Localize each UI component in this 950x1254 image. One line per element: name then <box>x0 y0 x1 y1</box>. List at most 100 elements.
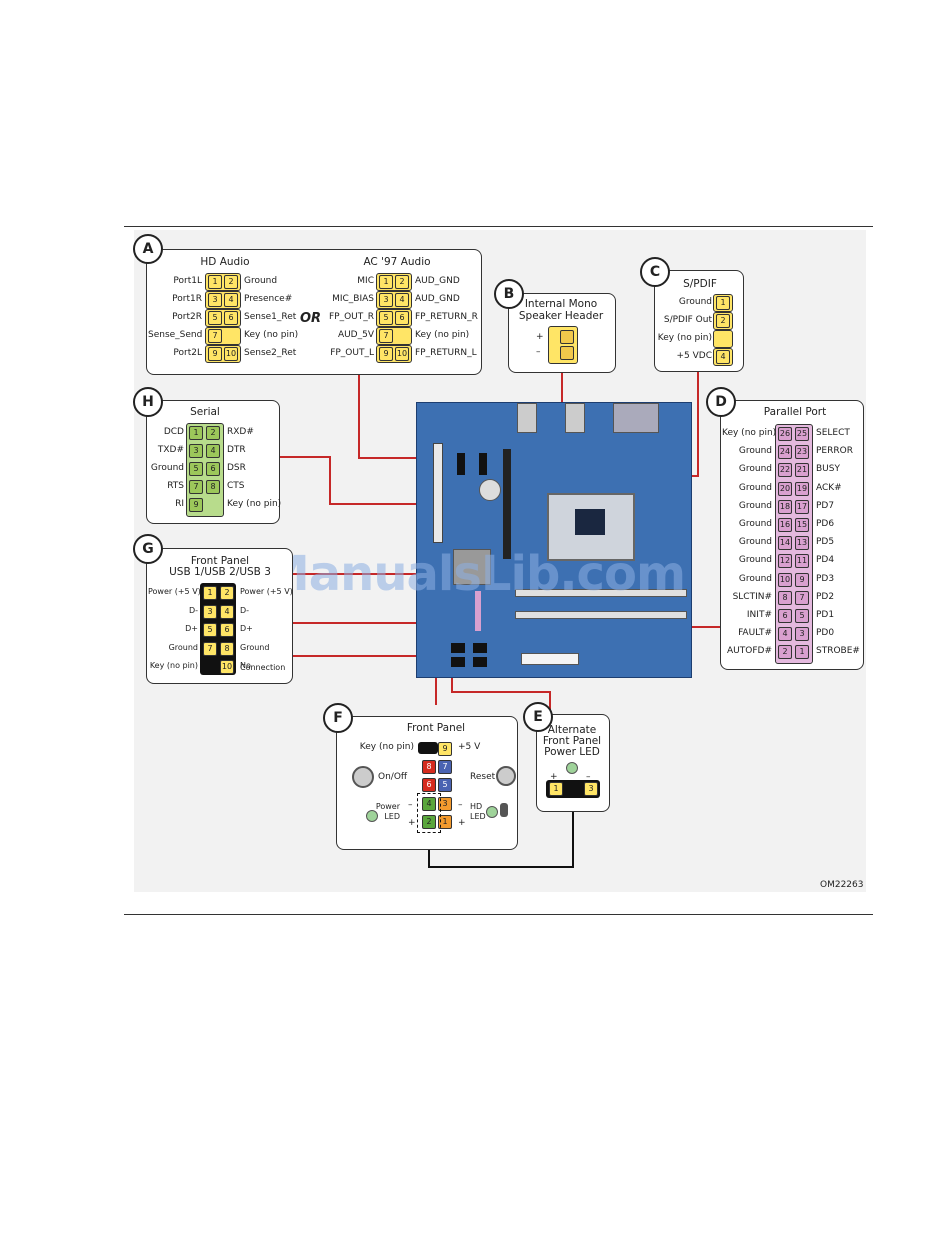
watermark: ManualsLib.com <box>262 546 686 602</box>
bottom-rule <box>124 914 873 915</box>
ac97-right-label: AUD_GND <box>415 294 460 304</box>
hd-right-label: Ground <box>244 276 278 286</box>
f-pin-4: 4 <box>422 797 436 811</box>
hd-left-label: Port2L <box>173 348 202 358</box>
f-pin-6: 6 <box>422 778 436 792</box>
parallel-left-label: Ground <box>738 482 772 493</box>
wire-h-v <box>329 456 331 505</box>
badge-g: G <box>133 534 163 564</box>
power-led-dashed-box <box>417 793 441 833</box>
spdif-pin: 4 <box>716 350 730 364</box>
ac97-pin: 9 <box>379 347 393 361</box>
parallel-right-label: ACK# <box>816 482 842 493</box>
sata-3 <box>451 657 465 667</box>
parallel-right-label: PD3 <box>816 573 835 584</box>
reset-button-icon <box>496 766 516 786</box>
hd-left-label: Sense_Send <box>148 330 203 340</box>
chipset <box>453 549 491 585</box>
parallel-pin: 12 <box>778 554 792 569</box>
parallel-pin: 23 <box>795 445 809 460</box>
usb-pin: 4 <box>220 604 234 619</box>
vga-port <box>613 403 659 433</box>
usb-pin: 1 <box>203 586 217 600</box>
hd-pin: 7 <box>208 329 222 343</box>
f-hd-plus: + <box>458 818 466 828</box>
parallel-right-label: PD2 <box>816 591 835 602</box>
usb-left-label: Power (+5 V) <box>148 587 201 596</box>
parallel-right-label: PD6 <box>816 519 835 529</box>
serial-right-label: DTR <box>227 445 246 455</box>
serial-right-label: CTS <box>227 481 245 491</box>
ac97-right-label: AUD_GND <box>415 276 460 286</box>
parallel-pin: 19 <box>795 481 809 496</box>
parallel-pin: 26 <box>778 427 792 441</box>
ac97-right-label: FP_RETURN_L <box>415 348 477 358</box>
parallel-right-label: PERROR <box>816 446 853 457</box>
serial-pin: 6 <box>206 462 220 476</box>
parallel-right-label: BUSY <box>816 464 840 475</box>
parallel-pin: 24 <box>778 445 792 460</box>
f-hd-led-label-2: LED <box>470 812 486 821</box>
serial-pin: 3 <box>189 444 203 458</box>
pcie-slot <box>503 449 511 559</box>
serial-pin: 5 <box>189 462 203 476</box>
f-power-plus: + <box>408 818 416 828</box>
ac97-pin: 3 <box>379 293 393 307</box>
parallel-left-label: SLCTIN# <box>732 591 772 602</box>
serial-pin: 7 <box>189 480 203 494</box>
alt-led-minus: – <box>586 772 591 782</box>
parallel-pin: 17 <box>795 499 809 514</box>
parallel-left-label: INIT# <box>746 610 772 620</box>
parallel-left-label: Ground <box>738 500 772 511</box>
badge-a: A <box>133 234 163 264</box>
wire-h <box>278 456 330 458</box>
ac97-right-label: Key (no pin) <box>415 330 470 340</box>
parallel-right-label: PD4 <box>816 555 835 566</box>
parallel-right-label: PD5 <box>816 537 835 548</box>
onoff-button-icon <box>352 766 374 788</box>
spdif-pin: 1 <box>716 296 730 310</box>
wire-g1 <box>292 573 424 575</box>
parallel-pin: 13 <box>795 536 809 551</box>
f-hd-minus: – <box>458 800 463 810</box>
speaker-plus-label: + <box>536 332 544 342</box>
f-pin-3: 3 <box>438 797 452 811</box>
serial-right-label: RXD# <box>227 427 254 437</box>
spdif-label: +5 VDC <box>676 351 713 361</box>
usb-right-label: D- <box>240 605 250 615</box>
parallel-left-label: Ground <box>738 555 772 566</box>
parallel-pin: 11 <box>795 554 809 569</box>
ac97-pin: 7 <box>379 329 393 343</box>
parallel-pin: 3 <box>795 627 809 642</box>
parallel-title: Parallel Port <box>763 406 827 418</box>
fan-header <box>457 453 465 475</box>
f-pin-9: 9 <box>438 742 452 756</box>
hd-pin: 5 <box>208 311 222 325</box>
ac97-pin: 4 <box>395 293 409 307</box>
serial-left-label: TXD# <box>157 445 184 455</box>
f-power-led-label-1: Power <box>375 802 400 811</box>
serial-pin: 1 <box>189 426 203 440</box>
wire-a-h <box>358 457 426 459</box>
usb-right-label: Power (+5 V) <box>240 587 293 596</box>
usb-title-1: Front Panel <box>190 555 250 567</box>
hd-left-label: Port1R <box>172 294 202 304</box>
parallel-pin: 9 <box>795 572 809 587</box>
f-pin-5: 5 <box>438 778 452 792</box>
hd-pin: 2 <box>224 275 238 289</box>
spdif-label: S/PDIF Out <box>663 315 712 325</box>
parallel-pin: 4 <box>778 627 792 642</box>
parallel-left-label: Ground <box>738 446 772 457</box>
panel-a-audio <box>146 249 482 375</box>
parallel-pin: 2 <box>778 645 792 660</box>
wire-g2 <box>292 622 424 624</box>
speaker-title-1: Internal Mono <box>524 298 598 310</box>
ac97-left-label: FP_OUT_L <box>330 348 374 358</box>
wire-g3 <box>292 655 424 657</box>
f-key-label: Key (no pin) <box>359 742 414 752</box>
parallel-right-label: STROBE# <box>816 646 860 657</box>
parallel-pin: 20 <box>778 481 792 496</box>
hd-left-label: Port2R <box>172 312 202 322</box>
alt-led-title-3: Power LED <box>544 746 600 758</box>
parallel-pin: 21 <box>795 463 809 478</box>
